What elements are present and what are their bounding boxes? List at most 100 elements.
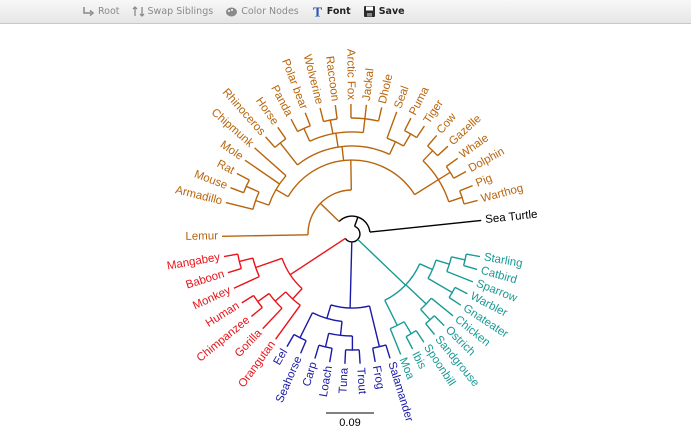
branch-radial-8: [275, 188, 289, 198]
scale-bar-label: 0.09: [339, 417, 360, 429]
branch-arc-28: [297, 125, 311, 133]
branch-radial-86: [403, 321, 412, 335]
branch-radial-31: [329, 119, 334, 134]
branch-radial-23: [265, 136, 276, 148]
branch-arc-114: [281, 258, 303, 290]
svg-text:T: T: [313, 6, 323, 19]
leaf-label-trout[interactable]: Trout: [354, 367, 368, 395]
color-nodes-icon: [225, 5, 238, 18]
root-button-label: Root: [98, 6, 120, 17]
color-button[interactable]: Color Nodes: [225, 5, 299, 18]
branch-radial-115: [292, 288, 303, 300]
leaf-label-sea-turtle[interactable]: Sea Turtle: [485, 209, 538, 226]
branch-radial-109: [299, 312, 314, 339]
branch-radial-117: [275, 304, 301, 340]
root-icon: [82, 5, 95, 18]
leaf-label-mangabey[interactable]: Mangabey: [166, 251, 221, 272]
branch-radial-39: [377, 107, 383, 122]
branch-arc-85: [389, 321, 405, 330]
font-button-label: Font: [326, 6, 351, 17]
branch-radial-34: [334, 105, 338, 120]
leaf-label-raccoon[interactable]: Raccoon: [323, 55, 341, 102]
branch-radial-55: [445, 157, 459, 168]
branch-arc-116: [285, 291, 301, 306]
branch-radial-13: [246, 185, 260, 193]
branch-radial-105: [324, 333, 330, 348]
branch-radial-17: [244, 159, 280, 185]
leaf-label-lemur[interactable]: Lemur: [185, 230, 218, 243]
save-button[interactable]: Save: [363, 5, 405, 18]
tree-branches: [221, 103, 482, 364]
branch-radial-53: [438, 171, 451, 181]
branch-arc-4: [307, 189, 352, 235]
branch-radial-71: [463, 264, 478, 271]
branch-radial-128: [239, 257, 254, 263]
branch-radial-43: [402, 133, 412, 147]
swap-button-label: Swap Siblings: [147, 6, 214, 17]
branch-arc-119: [268, 293, 283, 309]
branch-radial-89: [405, 336, 414, 350]
branch-radial-1: [353, 216, 359, 227]
leaf-label-pig[interactable]: Pig: [474, 172, 494, 189]
branch-radial-88: [415, 330, 425, 343]
branch-radial-96: [372, 347, 376, 363]
swap-button[interactable]: Swap Siblings: [132, 5, 214, 18]
color-button-label: Color Nodes: [241, 6, 299, 17]
branch-radial-5: [221, 234, 309, 237]
branch-arc-63: [384, 263, 421, 301]
branch-arc-2: [338, 215, 371, 233]
branch-radial-16: [236, 172, 250, 181]
branch-arc-110: [293, 333, 307, 342]
branch-radial-131: [223, 253, 238, 258]
branch-radial-62: [357, 238, 406, 286]
branch-radial-97: [326, 304, 332, 319]
branch-radial-24: [277, 126, 287, 140]
branch-radial-121: [257, 292, 270, 303]
leaf-label-arctic-fox[interactable]: Arctic Fox: [344, 49, 356, 100]
scale-bar: 0.09: [326, 412, 374, 429]
branch-radial-127: [233, 275, 260, 289]
leaf-label-seal[interactable]: Seal: [392, 85, 411, 111]
branch-arc-87: [405, 330, 417, 338]
branch-radial-77: [405, 284, 427, 305]
branch-radial-3: [319, 202, 340, 223]
leaf-label-frog[interactable]: Frog: [370, 365, 386, 390]
branch-arc-48: [422, 160, 450, 203]
branch-radial-113: [289, 237, 346, 276]
branch-radial-79: [430, 297, 454, 317]
branch-radial-59: [459, 184, 473, 192]
branch-arc-122: [253, 295, 263, 308]
leaf-label-loach[interactable]: Loach: [318, 365, 335, 398]
branch-radial-51: [427, 134, 438, 147]
branch-radial-52: [437, 145, 449, 157]
branch-radial-56: [453, 170, 467, 179]
branch-radial-111: [299, 340, 307, 354]
branch-radial-82: [433, 315, 445, 327]
branch-radial-18: [254, 147, 287, 177]
font-icon: T: [311, 5, 324, 19]
leaf-label-jackal[interactable]: Jackal: [361, 68, 377, 102]
branch-radial-27: [303, 128, 311, 142]
branch-radial-6: [350, 159, 352, 191]
branch-radial-120: [262, 307, 283, 330]
leaf-label-dhole[interactable]: Dhole: [377, 73, 396, 105]
leaf-label-rat[interactable]: Rat: [215, 158, 237, 177]
root-button[interactable]: Root: [82, 5, 120, 18]
branch-radial-10: [255, 199, 270, 206]
branch-arc-7: [287, 159, 416, 198]
leaf-label-carp[interactable]: Carp: [301, 361, 320, 388]
branch-radial-95: [385, 344, 391, 359]
swap-siblings-icon: [132, 5, 145, 18]
branch-radial-73: [427, 277, 453, 294]
branch-radial-40: [388, 141, 397, 155]
branch-radial-72: [446, 270, 474, 283]
branch-radial-103: [358, 349, 361, 364]
branch-radial-35: [362, 118, 366, 133]
branch-arc-41: [386, 137, 404, 147]
branch-radial-15: [230, 187, 244, 194]
branch-radial-45: [403, 117, 412, 131]
branch-radial-76: [448, 296, 462, 306]
leaf-label-tuna[interactable]: Tuna: [337, 367, 350, 394]
branch-arc-54: [445, 166, 455, 179]
